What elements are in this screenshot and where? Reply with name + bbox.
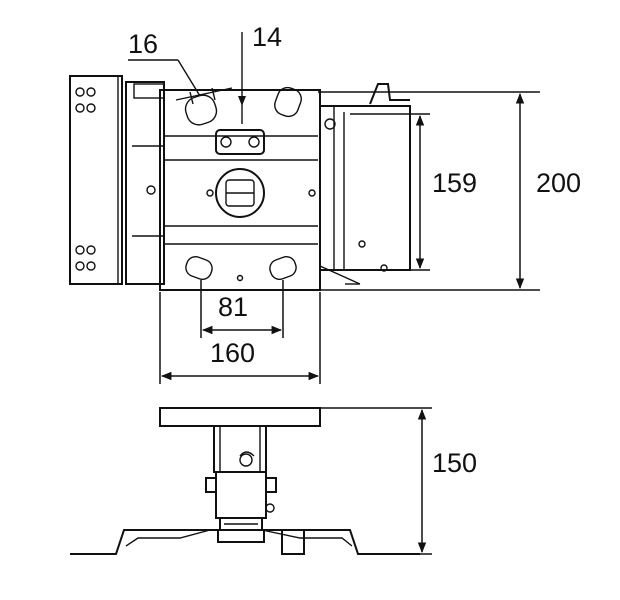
top-view: 16 14 159 200 81 xyxy=(69,22,581,384)
side-base xyxy=(70,529,420,555)
dimension-200: 200 xyxy=(318,91,581,291)
side-view: 150 xyxy=(70,407,477,555)
label-hole-offset: 14 xyxy=(252,22,282,52)
side-column xyxy=(205,425,277,531)
label-slot-spacing: 81 xyxy=(218,292,248,322)
label-height: 150 xyxy=(432,448,477,478)
hole-offset-callout: 14 xyxy=(238,22,282,124)
label-plate-width: 160 xyxy=(210,338,255,368)
label-vertical-spacing: 159 xyxy=(432,168,477,198)
right-bracket xyxy=(319,83,411,285)
dimension-150: 150 xyxy=(320,407,477,555)
dimension-159: 159 xyxy=(350,113,477,271)
side-rail xyxy=(125,81,165,285)
left-wall-bracket xyxy=(69,75,123,285)
dimension-160: 160 xyxy=(159,292,321,384)
side-top-plate xyxy=(159,407,321,427)
hole-width-callout: 16 xyxy=(128,29,233,105)
label-total-height: 200 xyxy=(536,168,581,198)
label-hole-width: 16 xyxy=(128,29,158,59)
dimension-81: 81 xyxy=(200,280,284,338)
main-plate xyxy=(159,86,321,291)
